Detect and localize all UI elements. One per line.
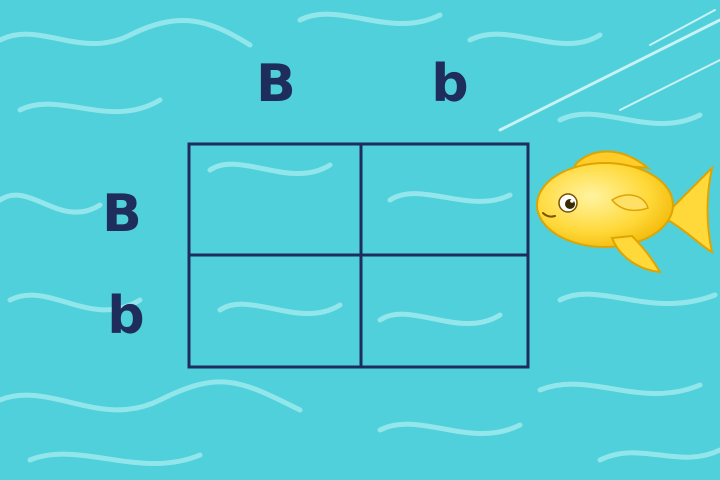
row-header-2: b <box>107 286 145 346</box>
water-ripples <box>0 11 720 466</box>
light-rays <box>498 9 720 132</box>
row-header-1: B <box>102 184 142 244</box>
goldfish-icon <box>536 150 714 274</box>
column-header-2: b <box>431 54 469 114</box>
column-header-1: B <box>256 54 296 114</box>
punnett-grid <box>187 142 530 369</box>
